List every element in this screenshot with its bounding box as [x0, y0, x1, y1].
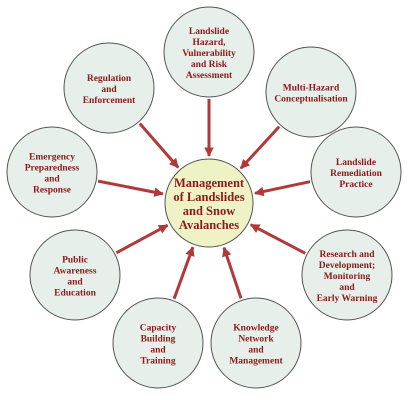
node-circle [63, 42, 155, 134]
center-label-line: Avalanches [179, 218, 239, 232]
center-label-line: Management [174, 176, 245, 190]
arrow-multi-hazard-conceptualisation [239, 125, 281, 170]
center-label-line: and Snow [183, 204, 235, 218]
node-label-line: and [67, 277, 83, 287]
node-label-line: Public [62, 255, 88, 265]
arrow-regulation-enforcement [138, 122, 180, 169]
node-label-line: Multi-Hazard [283, 83, 340, 93]
node-circle [29, 229, 121, 321]
node-label-line: Assessment [186, 71, 233, 81]
node-circle [6, 126, 98, 218]
node-label-line: Monitoring [324, 272, 371, 282]
node-label-line: Emergency [29, 152, 75, 162]
node-label-line: Awareness [54, 266, 97, 276]
node-label-line: Training [140, 356, 175, 366]
node-label-line: Capacity [140, 323, 177, 333]
node-label-line: Education [54, 288, 96, 298]
node-label-line: Conceptualisation [274, 94, 348, 104]
node-circle [112, 297, 204, 389]
node-circle [265, 46, 357, 138]
node-label-line: and [150, 345, 166, 355]
node-label-line: and Risk [191, 60, 228, 70]
arrow-capacity-building-training [172, 246, 195, 300]
arrow-emergency-preparedness-response [97, 179, 164, 197]
node-label-line: Enforcement [83, 96, 136, 106]
arrows [97, 99, 311, 300]
node-research-development-monitoring: Research andDevelopment;MonitoringandEar… [301, 229, 393, 321]
node-label-line: Response [33, 185, 71, 195]
node-label-line: Hazard, [193, 38, 227, 48]
node-label-line: Early Warning [317, 294, 378, 304]
node-label-line: Practice [339, 180, 372, 190]
node-circle [301, 229, 393, 321]
arrow-research-development-monitoring [249, 223, 306, 255]
node-label-line: Building [141, 334, 176, 344]
center-label-line: of Landslides [173, 190, 244, 204]
arrow-knowledge-network-management [222, 246, 243, 299]
node-circle [310, 126, 402, 218]
node-label-line: Preparedness [25, 163, 80, 173]
node-label-line: Landslide [336, 158, 376, 168]
node-label-line: Regulation [87, 74, 132, 84]
arrow-public-awareness-education [115, 223, 169, 255]
node-label-line: and [44, 174, 60, 184]
node-label-line: Research and [320, 250, 376, 260]
node-label-line: and [248, 345, 264, 355]
node-label-line: and [101, 85, 117, 95]
center-circle [164, 158, 254, 248]
node-label-line: and [339, 283, 355, 293]
node-label-line: Development; [319, 261, 375, 271]
node-label-line: Vulnerability [182, 49, 236, 59]
arrow-landslide-remediation-practice [254, 180, 311, 197]
node-circle [163, 6, 255, 98]
node-label-line: Network [238, 334, 274, 344]
node-circle [210, 297, 302, 389]
node-label-line: Landslide [189, 27, 229, 37]
node-label-line: Remediation [330, 169, 382, 179]
node-label-line: Knowledge [233, 323, 278, 333]
node-label-line: Management [229, 356, 283, 366]
